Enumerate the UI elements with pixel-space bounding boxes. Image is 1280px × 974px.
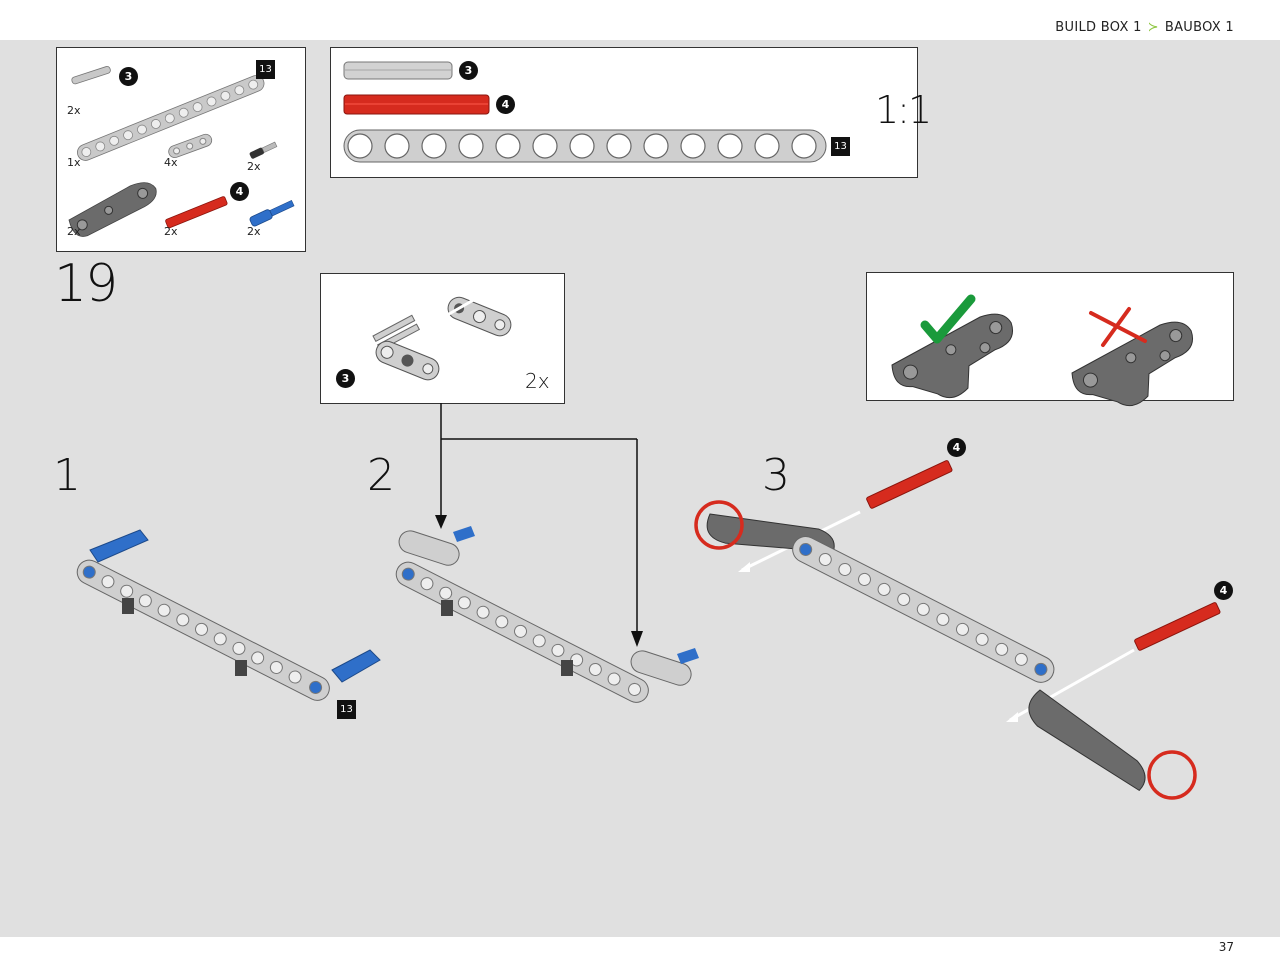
step-number: 19: [54, 254, 118, 314]
callout-beam-13: 13: [256, 60, 275, 79]
frame-correct: [891, 313, 1014, 399]
parts-list-illustration: [68, 66, 295, 237]
qty-axle-4: 2x: [164, 225, 178, 238]
beam-13-part: [77, 75, 265, 161]
breadcrumb: BUILD BOX 1 ≻ BAUBOX 1: [1055, 20, 1234, 35]
callout-axle-4: 4: [230, 182, 249, 201]
blue-pin-right: [331, 649, 381, 683]
qty-beam-3: 4x: [164, 156, 178, 169]
axle-3-grey-part: [71, 66, 111, 85]
breadcrumb-build-box: BUILD BOX 1: [1055, 20, 1142, 35]
scale-callout-axle-4: 4: [496, 95, 515, 114]
substep-1-callout: 13: [337, 700, 356, 719]
qty-axle-3: 2x: [67, 104, 81, 117]
beam-3-top-left: [398, 530, 460, 566]
beam-3-piece-bottom: [375, 340, 440, 381]
substep-2-number: 2: [367, 450, 395, 501]
black-pin-2a: [441, 600, 453, 616]
qty-pin-black: 2x: [247, 160, 261, 173]
beam-3-bottom-right: [630, 650, 692, 686]
beam-13-step2: [395, 561, 649, 703]
qty-beam-13: 1x: [67, 156, 81, 169]
page-footer: [0, 937, 1280, 974]
assembly-arrow-sub: [420, 288, 492, 332]
scale-callout-beam-13: 13: [831, 137, 850, 156]
breadcrumb-separator-icon: ≻: [1147, 20, 1159, 35]
callout-axle-3: 3: [119, 67, 138, 86]
highlight-circle-bottom: [1147, 750, 1197, 800]
pin-blue-part: [249, 199, 295, 227]
black-pin-b: [235, 660, 247, 676]
substep-2-illustration: [395, 526, 699, 703]
orientation-box: [866, 272, 1234, 407]
pin-black-part: [249, 141, 278, 159]
substep-3-callout-a: 4: [947, 438, 966, 457]
frame-wrong: [1071, 321, 1194, 407]
cross-icon: [1089, 307, 1147, 347]
black-pin-2b: [561, 660, 573, 676]
frame-dark-part: [68, 182, 157, 237]
scale-reference-box: 3 4 13 1:1: [330, 47, 932, 178]
parts-list-box: 3 13 4 2x 1x 4x 2x 2x 2x 2x: [56, 47, 306, 252]
connector-arrows: [435, 403, 643, 647]
black-pin-a: [122, 598, 134, 614]
checkmark-icon: [920, 294, 976, 344]
substep-3-number: 3: [762, 450, 790, 501]
substep-1-illustration: [76, 529, 381, 701]
scale-callout-axle-3: 3: [459, 61, 478, 80]
page-header: BUILD BOX 1 ≻ BAUBOX 1: [0, 0, 1280, 40]
subassembly-callout: 3: [336, 369, 355, 388]
blue-pin-2a: [453, 526, 475, 542]
beam-13-assembled: [76, 559, 330, 701]
blue-pin-2b: [677, 648, 699, 664]
breadcrumb-baubox: BAUBOX 1: [1164, 20, 1234, 35]
substep-3-illustration: [694, 460, 1221, 800]
beam-3-piece-top: [447, 296, 512, 337]
page-number: 37: [1218, 940, 1234, 954]
subassembly-box: 3 2x: [320, 273, 565, 404]
red-axle-top: [866, 460, 953, 509]
qty-frame: 2x: [67, 225, 81, 238]
dark-frame-bottom: [1028, 689, 1146, 792]
blue-pin-left: [89, 529, 149, 563]
scale-illustration: [343, 61, 827, 163]
qty-pin-blue: 2x: [247, 225, 261, 238]
highlight-circle-top: [694, 500, 744, 550]
red-axle-bottom: [1134, 602, 1221, 651]
orientation-illustration: [891, 294, 1194, 407]
substep-1-number: 1: [53, 450, 81, 501]
subassembly-illustration: [372, 288, 512, 381]
beam-3-thin-part: [168, 133, 213, 158]
axle-3-grey-scale: [343, 61, 453, 80]
scale-label: 1:1: [875, 88, 932, 132]
beam-13-step3: [792, 535, 1055, 683]
substep-3-callout-b: 4: [1214, 581, 1233, 600]
axle-4-red-part: [165, 196, 228, 229]
subassembly-multiplier: 2x: [525, 369, 550, 393]
